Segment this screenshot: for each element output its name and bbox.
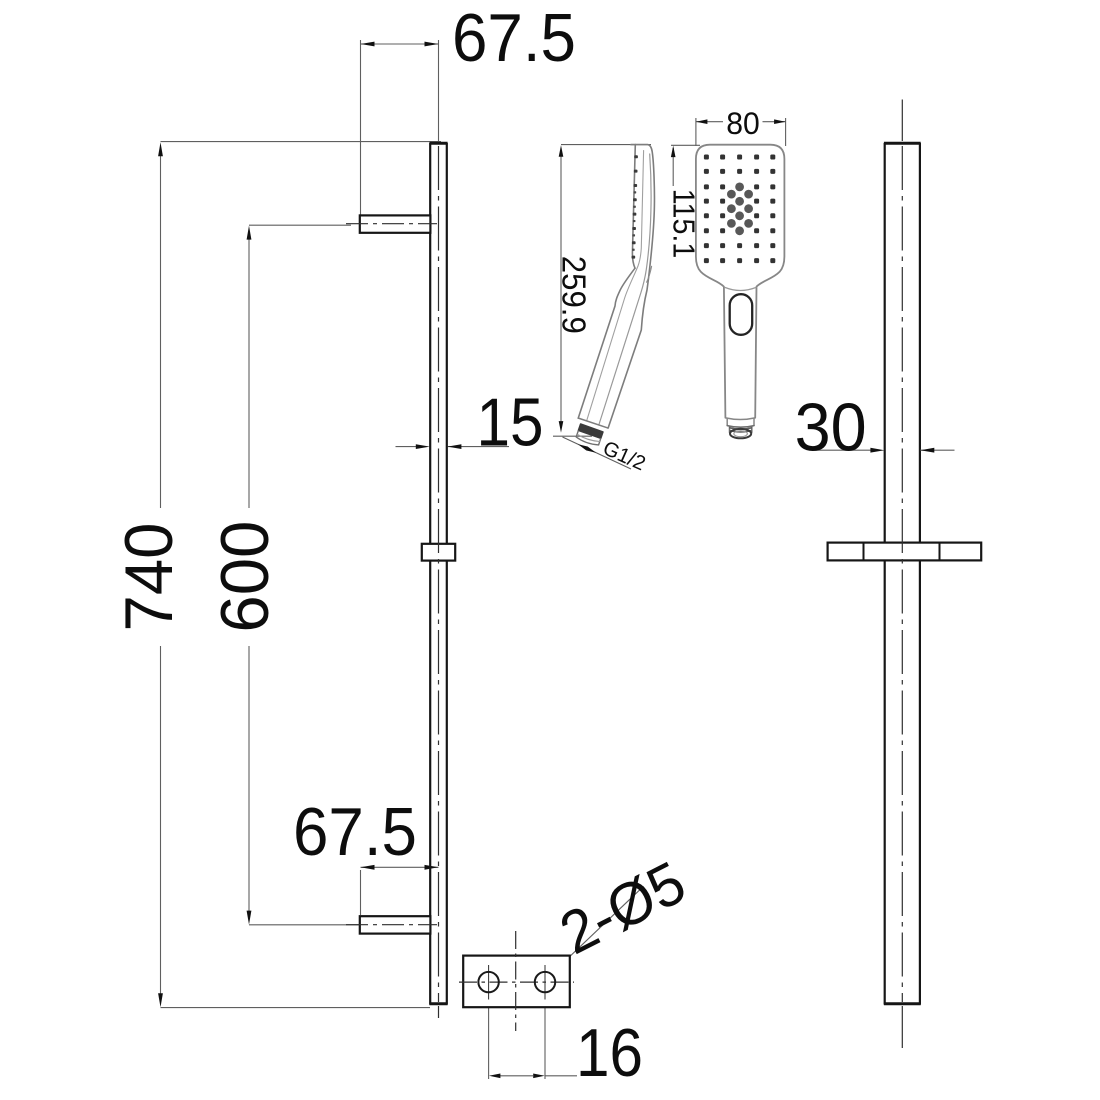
svg-text:600: 600 [207, 521, 283, 633]
svg-text:15: 15 [477, 384, 544, 460]
svg-text:30: 30 [795, 389, 867, 465]
svg-text:67.5: 67.5 [293, 794, 417, 870]
svg-text:80: 80 [726, 105, 760, 141]
svg-text:740: 740 [111, 523, 187, 632]
svg-text:67.5: 67.5 [452, 0, 576, 76]
svg-text:259.9: 259.9 [555, 256, 592, 334]
svg-text:16: 16 [576, 1015, 643, 1091]
